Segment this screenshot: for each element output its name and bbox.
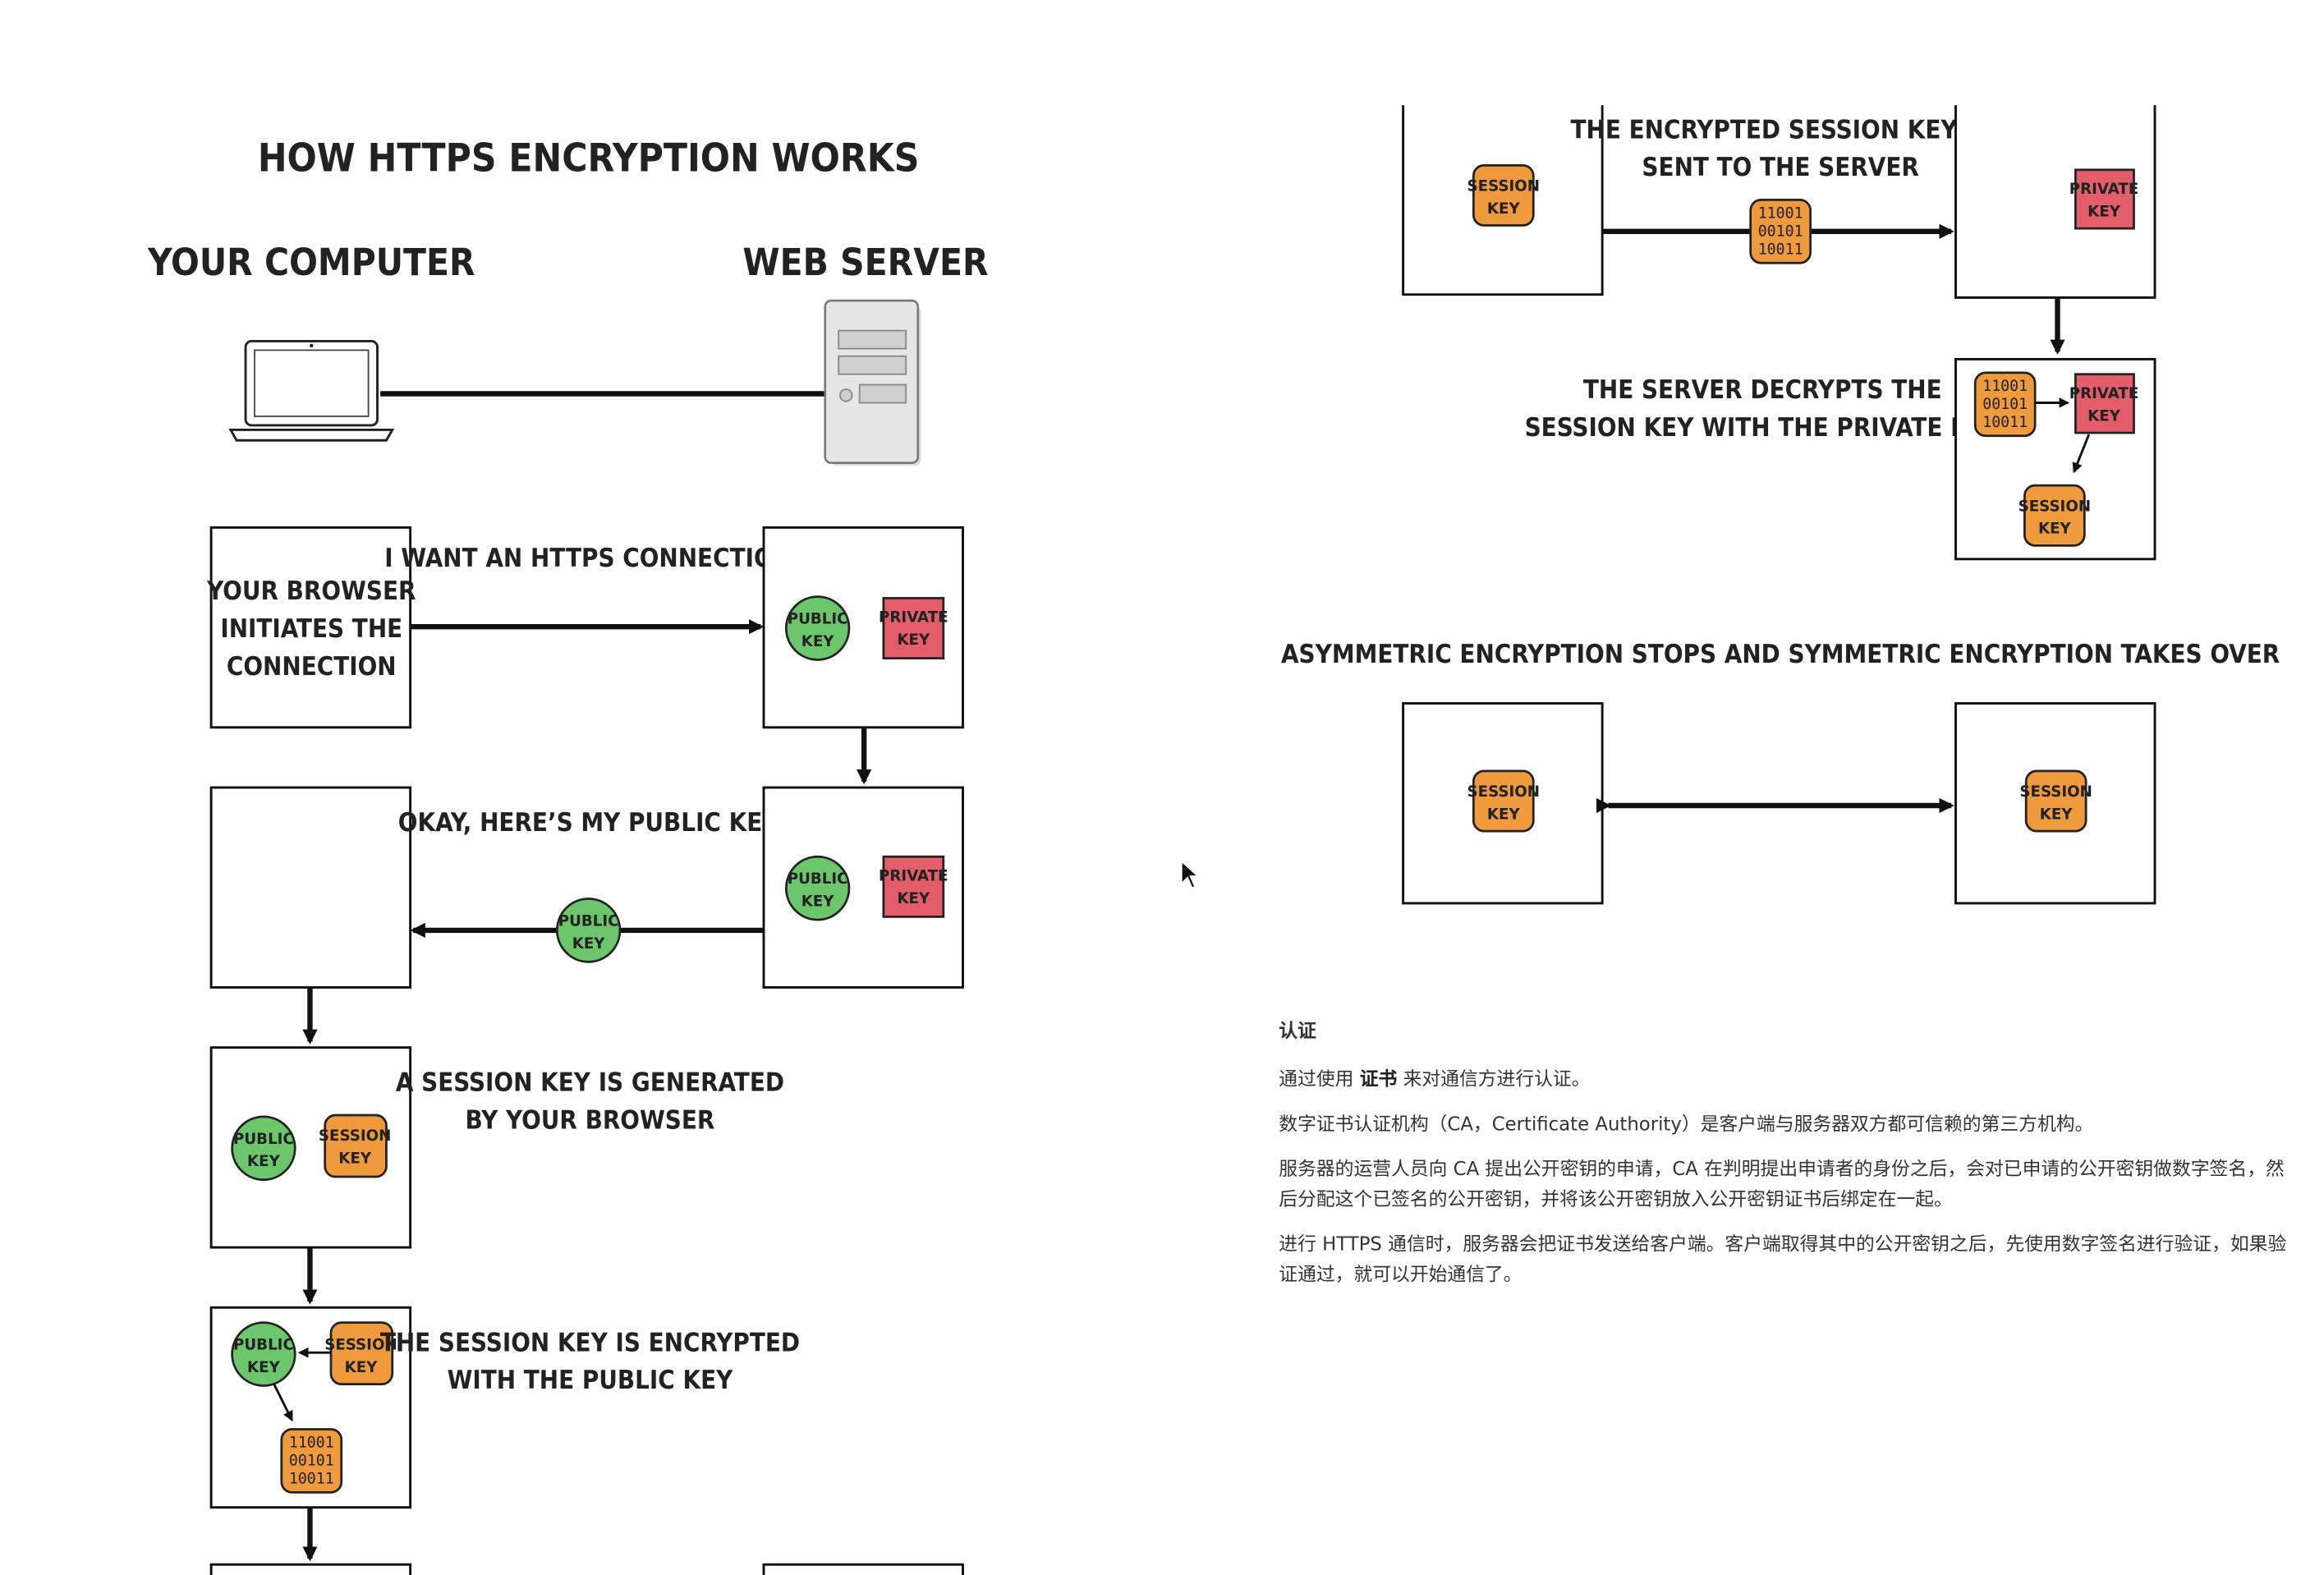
session-key-icon: SESSION KEY — [324, 1321, 397, 1385]
step1-caption: I WANT AN HTTPS CONNECTION — [384, 544, 792, 573]
svg-text:KEY: KEY — [572, 935, 606, 953]
step1-box-line1: YOUR BROWSER — [206, 576, 416, 606]
step5-caption-line1: THE ENCRYPTED SESSION KEY IS — [1571, 115, 1991, 145]
svg-text:KEY: KEY — [897, 631, 930, 649]
client-box-next — [209, 1563, 412, 1575]
notes-paragraph-3: 服务器的运营人员向 CA 提出公开密钥的申请，CA 在判明提出申请者的身份之后，… — [1279, 1157, 2285, 1210]
public-key-icon: PUBLIC KEY — [231, 1321, 296, 1387]
svg-text:10011: 10011 — [289, 1470, 334, 1487]
session-key-icon: SESSION KEY — [1467, 163, 1541, 227]
svg-text:00101: 00101 — [289, 1452, 334, 1469]
notes-paragraph-4: 进行 HTTPS 通信时，服务器会把证书发送给客户端。客户端取得其中的公开密钥之… — [1279, 1232, 2287, 1285]
svg-text:00101: 00101 — [1982, 396, 2028, 413]
server-icon — [824, 299, 921, 466]
svg-text:PUBLIC: PUBLIC — [233, 1336, 294, 1353]
public-key-icon: PUBLIC KEY — [784, 595, 851, 661]
svg-text:11001: 11001 — [1982, 378, 2028, 395]
private-key-icon: PRIVATE KEY — [879, 855, 948, 918]
server-box-next — [762, 1563, 964, 1575]
svg-text:KEY: KEY — [247, 1359, 281, 1376]
svg-text:SESSION: SESSION — [1467, 177, 1541, 195]
session-key-icon: SESSION KEY — [319, 1114, 392, 1178]
svg-text:SESSION: SESSION — [319, 1127, 392, 1145]
svg-text:KEY: KEY — [2040, 806, 2074, 823]
step4-caption-line2: WITH THE PUBLIC KEY — [448, 1366, 734, 1395]
svg-text:KEY: KEY — [1487, 806, 1521, 823]
svg-text:KEY: KEY — [801, 633, 835, 650]
step4-caption-line1: THE SESSION KEY IS ENCRYPTED — [380, 1328, 800, 1357]
step7-caption: ASYMMETRIC ENCRYPTION STOPS AND SYMMETRI… — [1281, 640, 2280, 669]
svg-text:PUBLIC: PUBLIC — [233, 1131, 294, 1148]
step5-caption-line2: SENT TO THE SERVER — [1642, 153, 1918, 182]
encrypted-session-key-icon: 11001 00101 10011 — [280, 1428, 343, 1494]
session-key-icon: SESSION KEY — [2019, 484, 2092, 547]
mouse-cursor-icon — [1180, 859, 1201, 889]
svg-text:PRIVATE: PRIVATE — [2069, 385, 2139, 402]
svg-text:KEY: KEY — [247, 1153, 281, 1170]
public-key-icon: PUBLIC KEY — [784, 855, 851, 921]
notes-p1-bold: 证书 — [1359, 1067, 1398, 1090]
svg-text:KEY: KEY — [338, 1150, 372, 1168]
svg-text:PUBLIC: PUBLIC — [788, 870, 848, 888]
private-key-icon: PRIVATE KEY — [2069, 168, 2139, 230]
client-box-step1 — [209, 526, 412, 729]
private-key-icon: PRIVATE KEY — [2069, 373, 2139, 434]
public-key-icon: PUBLIC KEY — [231, 1115, 296, 1182]
notes-p1-after: 来对通信方进行认证。 — [1397, 1067, 1591, 1090]
step1-box-line3: CONNECTION — [227, 652, 397, 682]
svg-text:SESSION: SESSION — [2019, 783, 2092, 801]
diagram-title: HOW HTTPS ENCRYPTION WORKS — [258, 136, 920, 181]
notes-heading: 认证 — [1279, 1018, 1316, 1042]
your-computer-label: YOUR COMPUTER — [147, 241, 475, 284]
private-key-icon: PRIVATE KEY — [879, 597, 948, 660]
svg-text:PRIVATE: PRIVATE — [879, 867, 948, 884]
notes-paragraph-2: 数字证书认证机构（CA，Certificate Authority）是客户端与服… — [1279, 1112, 2094, 1135]
svg-text:KEY: KEY — [897, 890, 930, 907]
notes-p1-before: 通过使用 — [1279, 1067, 1360, 1090]
svg-text:KEY: KEY — [2038, 521, 2072, 538]
svg-text:SESSION: SESSION — [1467, 783, 1541, 801]
svg-text:PRIVATE: PRIVATE — [879, 609, 948, 627]
public-key-icon: PUBLIC KEY — [555, 898, 622, 963]
svg-text:PUBLIC: PUBLIC — [558, 912, 619, 930]
session-key-icon: SESSION KEY — [2019, 769, 2092, 833]
step3-caption-line2: BY YOUR BROWSER — [466, 1105, 715, 1135]
svg-text:KEY: KEY — [801, 893, 835, 911]
arrow-to-session-key — [2072, 434, 2091, 474]
svg-text:11001: 11001 — [289, 1434, 334, 1451]
svg-text:KEY: KEY — [345, 1359, 379, 1376]
notes-paragraph-1: 通过使用 证书 来对通信方进行认证。 — [1279, 1064, 2297, 1095]
svg-text:PUBLIC: PUBLIC — [788, 611, 848, 628]
svg-text:KEY: KEY — [2087, 204, 2121, 221]
auth-notes: 认证 通过使用 证书 来对通信方进行认证。 数字证书认证机构（CA，Certif… — [1279, 1016, 2297, 1304]
session-key-icon: SESSION KEY — [1467, 769, 1541, 833]
svg-text:11001: 11001 — [1758, 204, 1803, 222]
arrow-to-cipher — [273, 1383, 293, 1422]
encrypted-session-key-icon: 11001 00101 10011 — [1973, 371, 2037, 438]
svg-text:PRIVATE: PRIVATE — [2069, 181, 2139, 198]
web-server-label: WEB SERVER — [742, 241, 988, 284]
svg-text:KEY: KEY — [1487, 200, 1521, 218]
svg-text:SESSION: SESSION — [2019, 498, 2092, 515]
client-box-step2 — [209, 786, 412, 989]
encrypted-session-key-icon: 11001 00101 10011 — [1749, 199, 1812, 264]
step3-caption-line1: A SESSION KEY IS GENERATED — [396, 1068, 784, 1098]
laptop-icon — [228, 339, 395, 442]
svg-text:10011: 10011 — [1982, 414, 2028, 431]
svg-text:KEY: KEY — [2087, 407, 2121, 425]
step6-caption-line1: THE SERVER DECRYPTS THE — [1583, 375, 1942, 405]
step2-caption: OKAY, HERE’S MY PUBLIC KEY — [398, 808, 779, 838]
svg-text:00101: 00101 — [1758, 223, 1803, 240]
svg-text:10011: 10011 — [1758, 241, 1803, 258]
step6-caption-line2: SESSION KEY WITH THE PRIVATE KEY — [1525, 413, 2001, 443]
svg-text:SESSION: SESSION — [324, 1336, 397, 1353]
step1-box-line2: INITIATES THE — [220, 614, 402, 644]
